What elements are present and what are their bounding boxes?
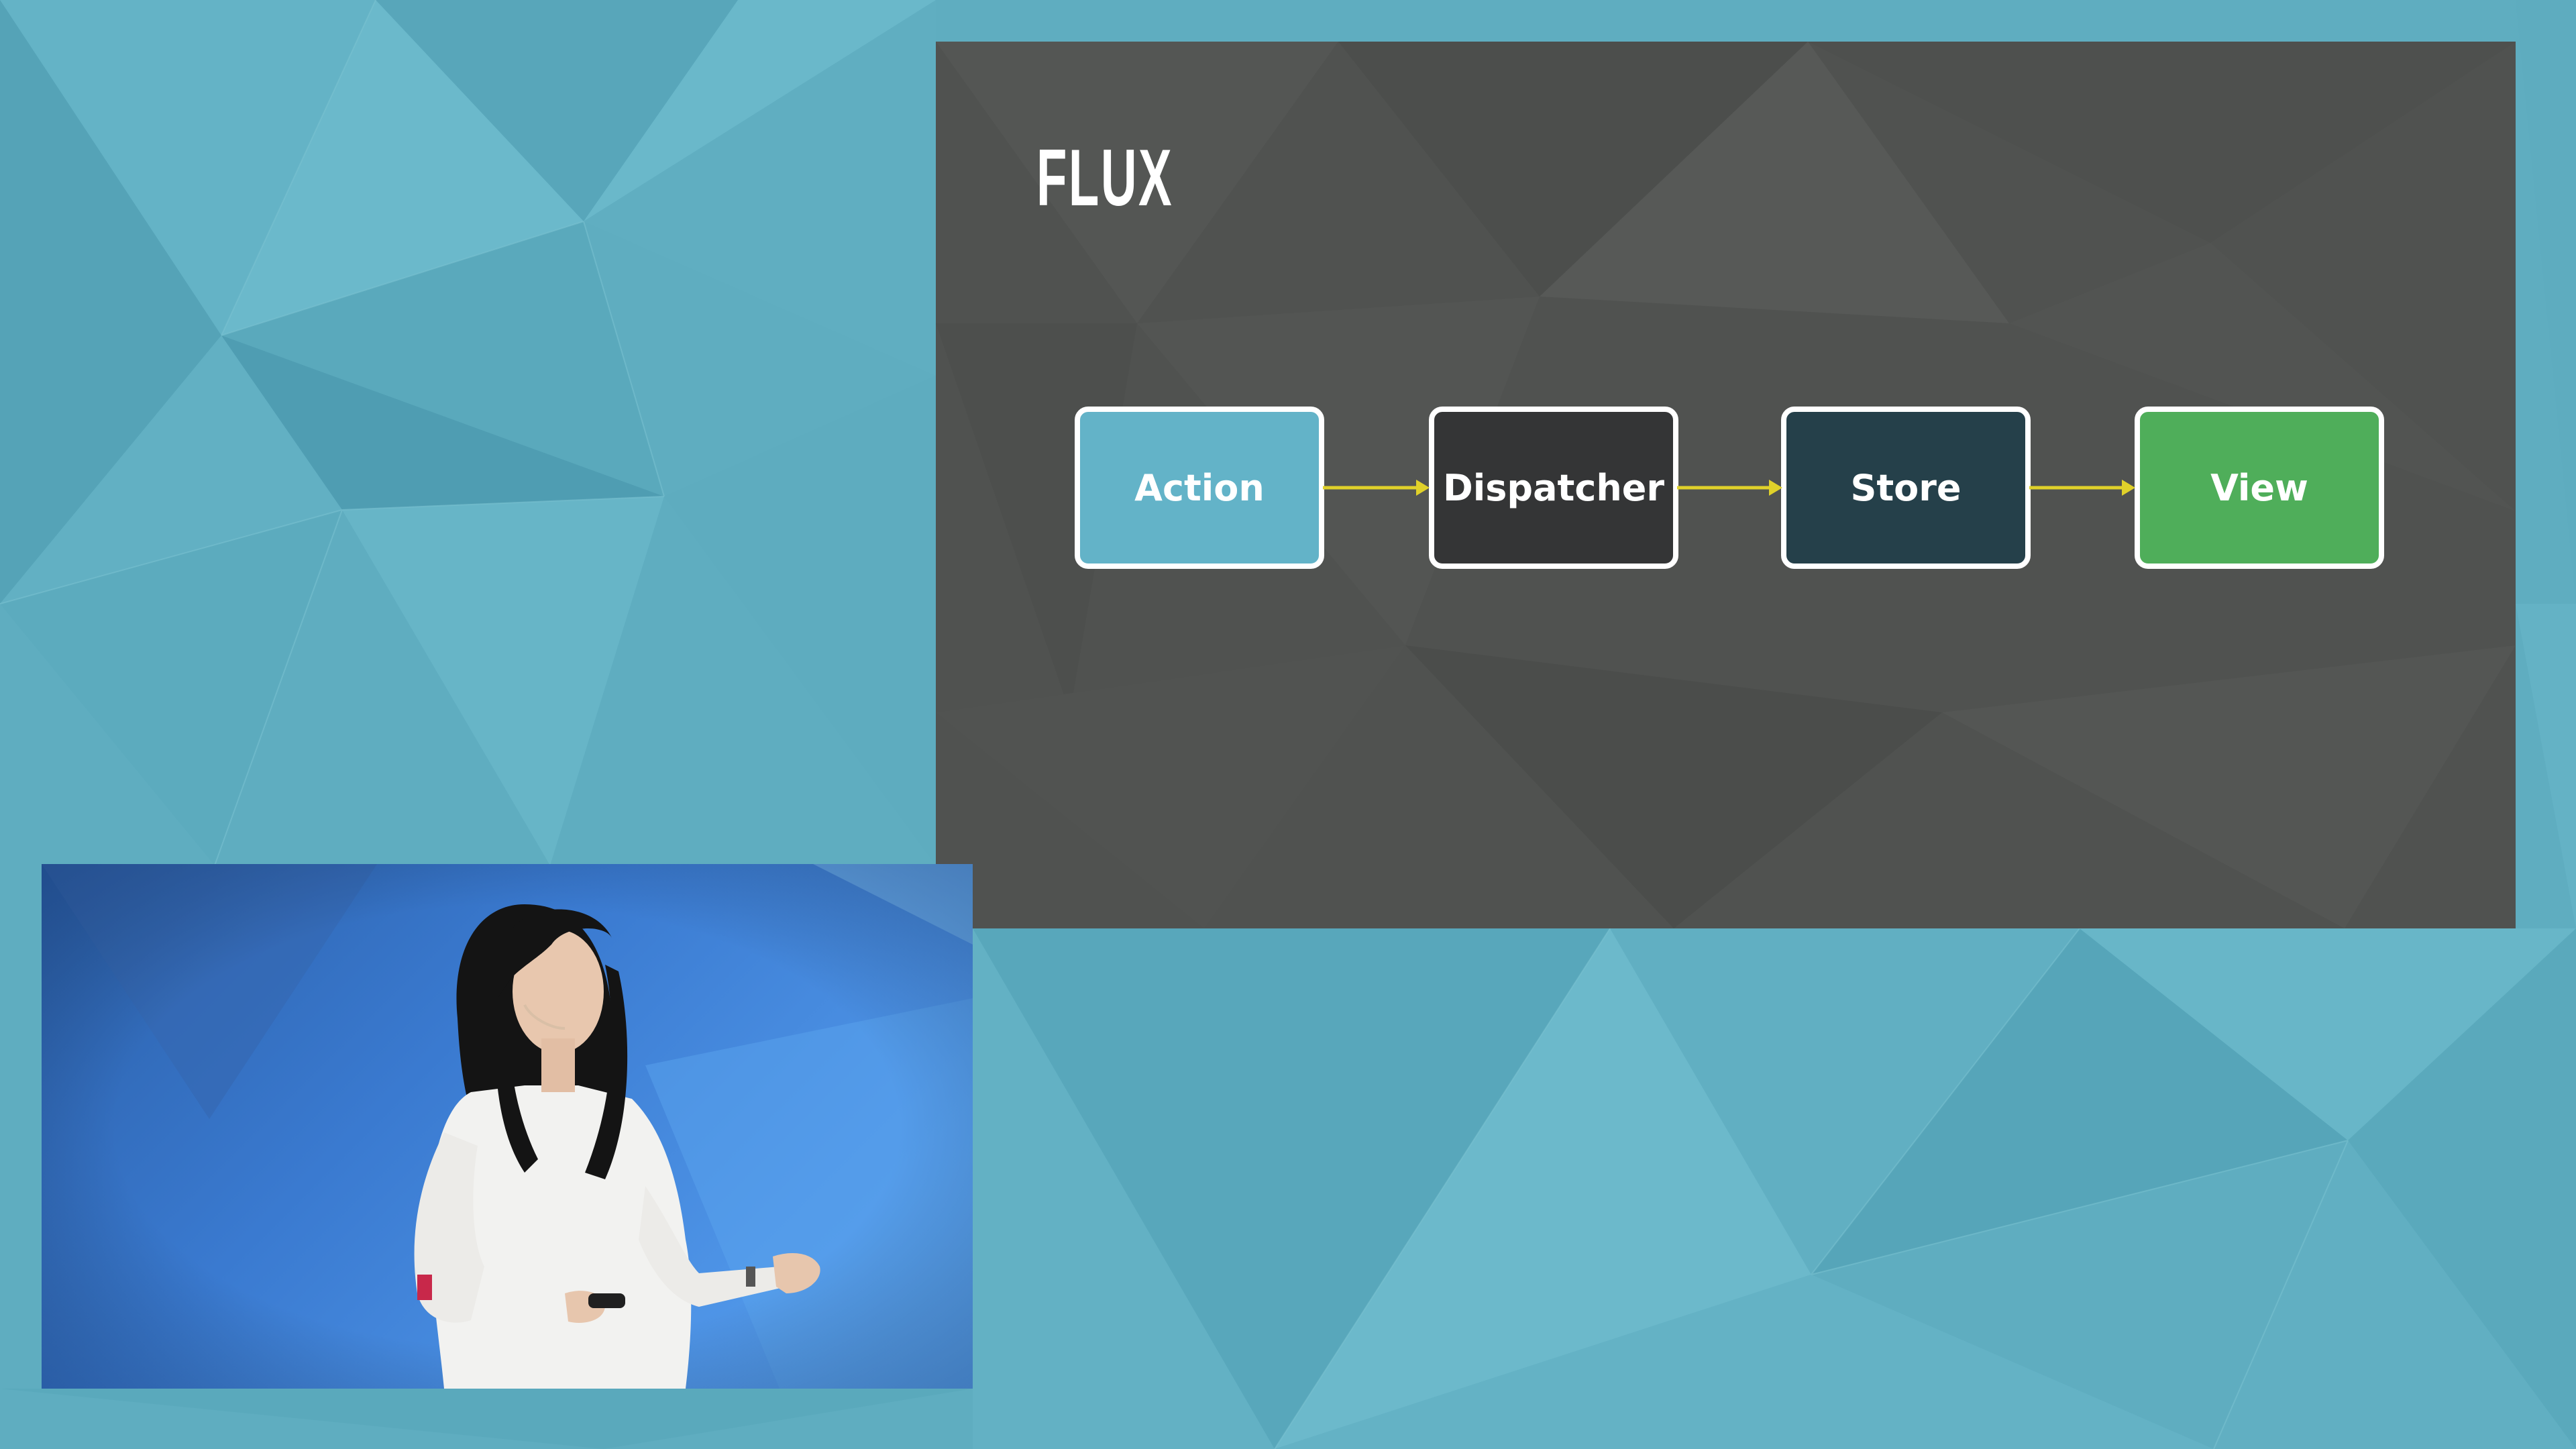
slide-title: FLUX — [1036, 133, 1174, 223]
arrow-action-to-dispatcher — [1323, 480, 1430, 496]
speaker-video — [42, 864, 973, 1389]
flow-box-action-label: Action — [1134, 466, 1265, 509]
arrow-dispatcher-to-store — [1677, 480, 1782, 496]
flow-box-action: Action — [1075, 407, 1324, 569]
flow-box-dispatcher-label: Dispatcher — [1442, 466, 1665, 509]
speaker-figure — [42, 864, 973, 1389]
flow-box-view-label: View — [2210, 466, 2308, 509]
flow-arrows — [1323, 480, 2135, 496]
flow-box-view: View — [2135, 407, 2384, 569]
flow-box-store: Store — [1781, 407, 2031, 569]
arrow-store-to-view — [2029, 480, 2135, 496]
presentation-slide: FLUX Action Dispatcher Store View — [936, 42, 2516, 928]
flow-box-store-label: Store — [1850, 466, 1962, 509]
flow-box-dispatcher: Dispatcher — [1429, 407, 1678, 569]
slide-background-pattern — [936, 42, 2516, 928]
